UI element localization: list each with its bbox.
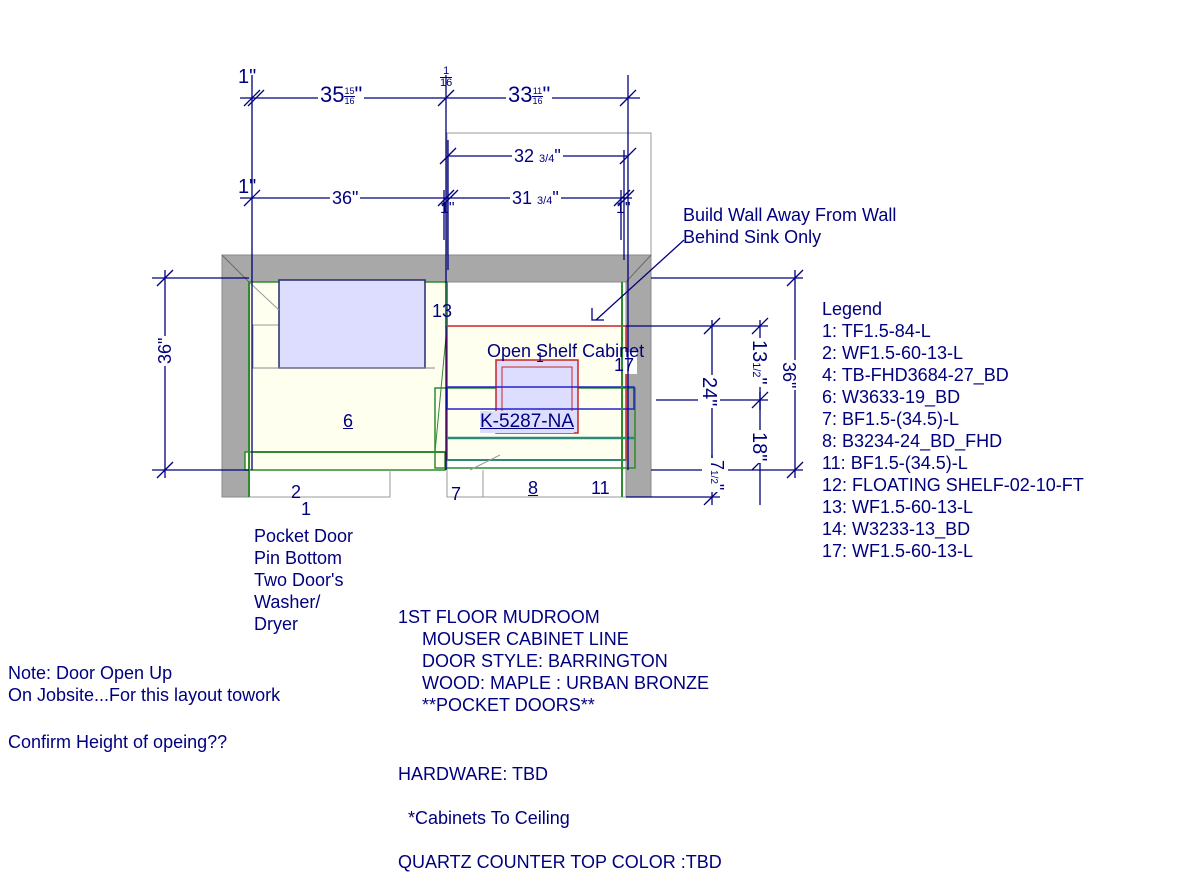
tag-2: 2 <box>291 482 302 502</box>
dim-right-13: 131/2" <box>745 338 770 387</box>
dim-right-7: 71/2" <box>702 458 728 493</box>
door-note: Note: Door Open Up On Jobsite...For this… <box>8 663 281 705</box>
tag-7: 7 <box>451 484 462 504</box>
hardware-note: HARDWARE: TBD <box>398 764 549 784</box>
legend-item: 2: WF1.5-60-13-L <box>822 343 964 363</box>
diag-line <box>248 281 280 311</box>
dim-right-24: 24" <box>698 375 720 409</box>
tag-8: 8 <box>528 478 539 498</box>
ceiling-note: *Cabinets To Ceiling <box>408 808 570 828</box>
tag-1: 1 <box>536 349 544 365</box>
legend-item: 7: BF1.5-(34.5)-L <box>822 409 960 429</box>
dim-mid-32: 32 3/4" <box>512 145 563 170</box>
tag-6: 6 <box>343 411 354 431</box>
filler-panel <box>252 324 280 369</box>
dim-row2-31: 31 3/4" <box>510 187 561 212</box>
project-title: 1ST FLOOR MUDROOM <box>398 607 600 627</box>
counter-note: QUARTZ COUNTER TOP COLOR :TBD <box>398 852 722 872</box>
legend-item: 1: TF1.5-84-L <box>822 321 931 341</box>
floating-shelf <box>446 386 635 410</box>
legend: Legend 1: TF1.5-84-L 2: WF1.5-60-13-L 4:… <box>822 298 1084 562</box>
dim-row2-36: 36" <box>330 187 361 209</box>
floor-outline <box>482 470 620 498</box>
legend-item: 6: W3633-19_BD <box>822 387 961 407</box>
dim-row2-mid-1: 1" <box>440 200 455 217</box>
base-kick <box>244 451 446 471</box>
legend-item: 8: B3234-24_BD_FHD <box>822 431 1003 451</box>
legend-item: 14: W3233-13_BD <box>822 519 971 539</box>
dim-top-left-1: 1" <box>238 66 257 88</box>
dimension-lines <box>152 75 804 506</box>
pocket-door-note: Pocket Door Pin Bottom Two Door's Washer… <box>254 526 354 634</box>
sink-model-label: K-5287-NA <box>480 411 574 433</box>
legend-item: 11: BF1.5-(34.5)-L <box>822 453 968 473</box>
open-shelf-label: Open Shelf Cabinet <box>487 341 645 361</box>
dim-right-36: 36" <box>778 360 800 391</box>
build-wall-note: Build Wall Away From Wall Behind Sink On… <box>683 205 897 247</box>
wall-corner-line <box>625 254 652 283</box>
diag-line <box>434 325 448 453</box>
dim-left-36: 36" <box>154 335 176 366</box>
dim-row2-right-1: 1" <box>616 200 631 217</box>
confirm-note: Confirm Height of opeing?? <box>8 732 228 752</box>
appliance-box <box>278 279 426 369</box>
diag-line <box>469 454 501 471</box>
legend-item: 12: FLOATING SHELF-02-10-FT <box>822 475 1084 495</box>
tag-17-bg <box>615 352 637 374</box>
floor-outline <box>249 470 391 498</box>
legend-item: 17: WF1.5-60-13-L <box>822 541 974 561</box>
tag-17: 17 <box>614 355 635 375</box>
dim-right-18: 18" <box>748 430 770 464</box>
tag-13: 13 <box>432 301 453 321</box>
legend-item: 4: TB-FHD3684-27_BD <box>822 365 1009 385</box>
project-info: 1ST FLOOR MUDROOM MOUSER CABINET LINE DO… <box>398 607 710 715</box>
legend-title: Legend <box>822 299 883 319</box>
tag-1b: 1 <box>301 499 312 519</box>
tag-11: 11 <box>591 478 610 498</box>
legend-item: 13: WF1.5-60-13-L <box>822 497 974 517</box>
dim-row2-left-1: 1" <box>238 176 257 198</box>
